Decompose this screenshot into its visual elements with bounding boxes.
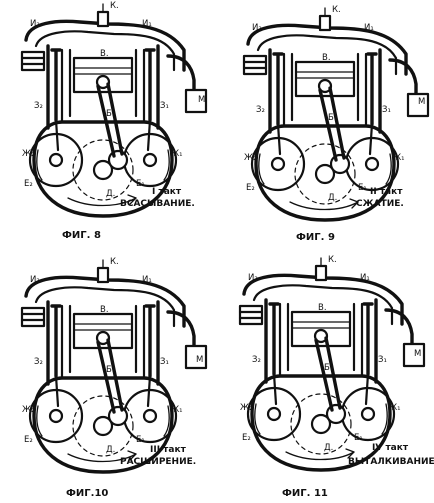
label-e1: Е₁ bbox=[136, 179, 145, 189]
label-i2: И₂ bbox=[248, 273, 258, 283]
label-v: В. bbox=[100, 305, 109, 315]
label-z2: З₂ bbox=[34, 357, 43, 367]
figure-10-stroke-number: III такт bbox=[150, 445, 187, 455]
label-z1: З₁ bbox=[160, 357, 169, 367]
label-b-rod: Б. bbox=[106, 365, 115, 375]
figure-11-engine: К. И₂ И₁ В. Б. З₂ З₁ Ж₂ Ж₁ Е₂ Е₁ Д. М bbox=[238, 255, 426, 472]
label-e2: Е₂ bbox=[24, 435, 33, 445]
label-zh2: Ж₂ bbox=[240, 403, 253, 413]
figure-10-caption: ФИГ.10 bbox=[66, 488, 108, 499]
label-e1: Е₁ bbox=[358, 183, 367, 193]
figure-8-caption: ФИГ. 8 bbox=[62, 230, 101, 241]
label-z1: З₁ bbox=[378, 355, 387, 365]
figure-9-engine: К. И₂ И₁ В. Б. З₂ З₁ Ж₂ Ж₁ Е₂ Е₁ Д. М bbox=[242, 5, 430, 222]
figure-9-stroke-name: СЖАТИЕ. bbox=[356, 199, 404, 209]
label-d: Д. bbox=[328, 193, 337, 203]
label-k: К. bbox=[332, 5, 341, 15]
figure-11-caption: ФИГ. 11 bbox=[282, 488, 328, 499]
figure-9-caption: ФИГ. 9 bbox=[296, 232, 335, 243]
label-i1: И₁ bbox=[364, 23, 374, 33]
figure-8-engine: К. И₂ И₁ В. Б. З₂ З₁ Ж₂ Ж₁ Е₂ Е₁ Д. М bbox=[20, 1, 208, 218]
figure-11-stroke-number: IV такт bbox=[372, 443, 409, 453]
label-k: К. bbox=[110, 1, 119, 11]
figure-11-stroke-name: ВЫТАЛКИВАНИЕ bbox=[348, 457, 434, 467]
label-e2: Е₂ bbox=[246, 183, 255, 193]
label-k: К. bbox=[110, 257, 119, 267]
label-zh1: Ж₁ bbox=[392, 153, 405, 163]
label-i2: И₂ bbox=[252, 23, 262, 33]
label-zh1: Ж₁ bbox=[170, 405, 183, 415]
label-zh2: Ж₂ bbox=[22, 405, 35, 415]
label-z2: З₂ bbox=[252, 355, 261, 365]
figure-10-stroke-name: РАСШИРЕНИЕ. bbox=[120, 457, 196, 467]
label-i1: И₁ bbox=[142, 19, 152, 29]
label-e2: Е₂ bbox=[24, 179, 33, 189]
label-b-rod: Б. bbox=[106, 109, 115, 119]
label-zh2: Ж₂ bbox=[244, 153, 257, 163]
label-d: Д. bbox=[106, 189, 115, 199]
label-b-rod: Б. bbox=[328, 113, 337, 123]
label-i2: И₂ bbox=[30, 19, 40, 29]
label-e2: Е₂ bbox=[242, 433, 251, 443]
label-e1: Е₁ bbox=[354, 433, 363, 443]
label-d: Д. bbox=[324, 443, 333, 453]
figure-9-stroke-number: II такт bbox=[370, 187, 403, 197]
label-z2: З₂ bbox=[34, 101, 43, 111]
figure-8-stroke-name: ВСАСЫВАНИЕ. bbox=[120, 199, 195, 209]
label-m: М bbox=[198, 95, 205, 105]
label-m: М bbox=[414, 349, 421, 359]
label-v: В. bbox=[100, 49, 109, 59]
label-k: К. bbox=[328, 255, 337, 265]
label-z1: З₁ bbox=[160, 101, 169, 111]
label-z2: З₂ bbox=[256, 105, 265, 115]
figure-8-stroke-number: I такт bbox=[152, 187, 182, 197]
label-d: Д. bbox=[106, 445, 115, 455]
label-m: М bbox=[418, 97, 425, 107]
label-v: В. bbox=[322, 53, 331, 63]
label-e1: Е₁ bbox=[136, 435, 145, 445]
label-zh2: Ж₂ bbox=[22, 149, 35, 159]
figure-10-engine: К. И₂ И₁ В. Б. З₂ З₁ Ж₂ Ж₁ Е₂ Е₁ Д. М bbox=[20, 257, 208, 474]
label-zh1: Ж₁ bbox=[170, 149, 183, 159]
label-m: М bbox=[196, 355, 203, 365]
label-v: В. bbox=[318, 303, 327, 313]
label-b-rod: Б. bbox=[324, 363, 333, 373]
label-zh1: Ж₁ bbox=[388, 403, 401, 413]
label-i2: И₂ bbox=[30, 275, 40, 285]
label-i1: И₁ bbox=[360, 273, 370, 283]
label-z1: З₁ bbox=[382, 105, 391, 115]
label-i1: И₁ bbox=[142, 275, 152, 285]
